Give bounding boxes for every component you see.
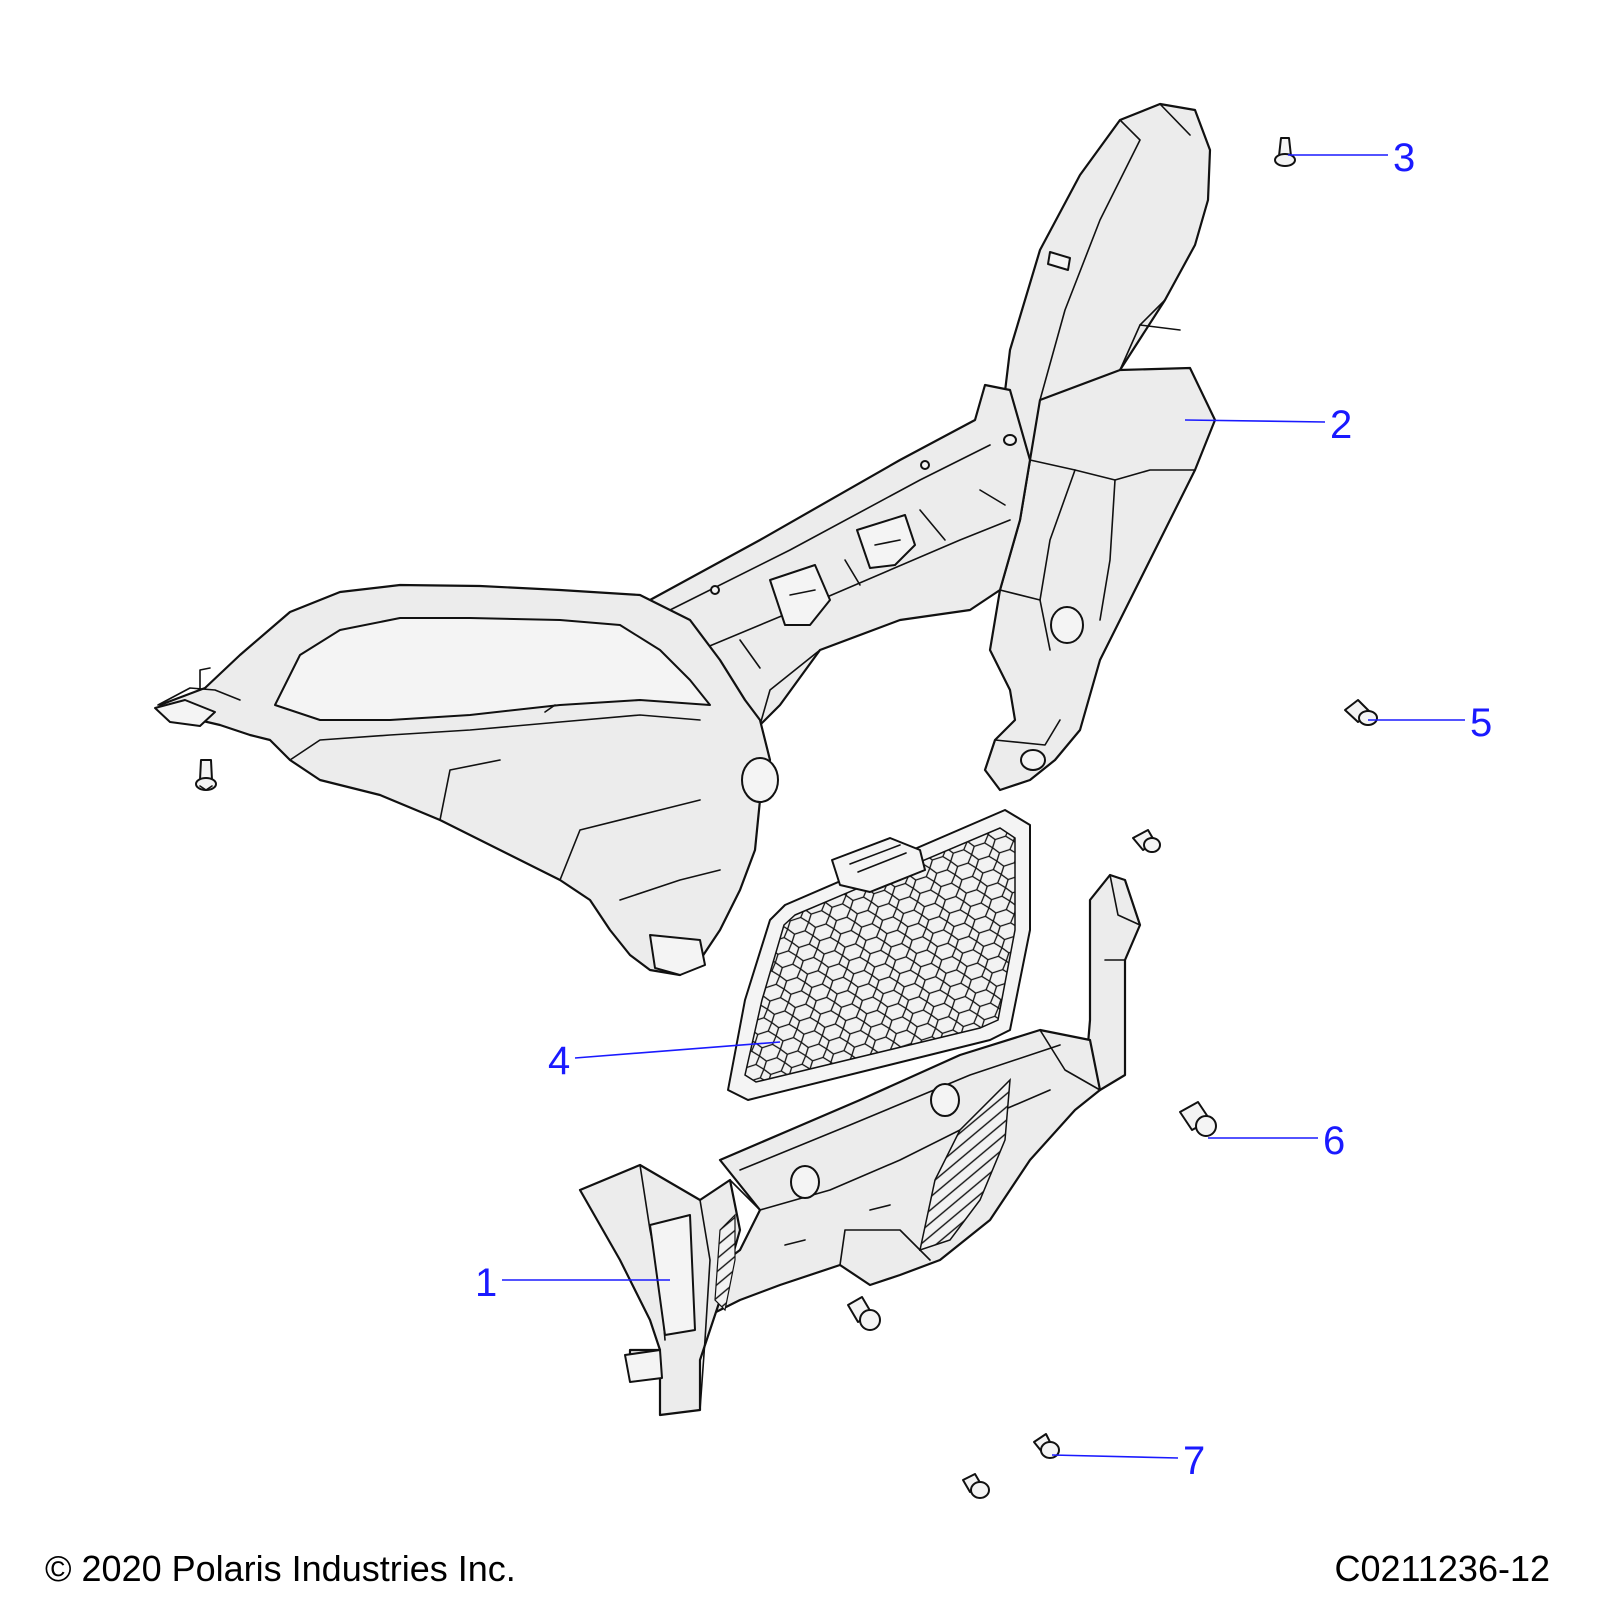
callout-3-number: 3 <box>1393 136 1415 180</box>
mesh-grille-part <box>727 809 1031 1101</box>
callout-5-number: 5 <box>1470 701 1492 745</box>
screw-3-icon <box>1274 137 1296 167</box>
callout-7: 7 <box>1051 1439 1205 1483</box>
drawing-number: C0211236-12 <box>1334 1548 1550 1589</box>
callout-4-number: 4 <box>548 1039 570 1083</box>
screw-5-icon <box>1344 699 1378 726</box>
callout-6-number: 6 <box>1323 1119 1345 1163</box>
callout-3: 3 <box>1288 136 1415 180</box>
callout-2: 2 <box>1184 403 1352 447</box>
callout-1: 1 <box>475 1261 670 1305</box>
screw-6-icon <box>1179 1101 1217 1137</box>
callout-4: 4 <box>548 1039 781 1083</box>
screw-low-icon <box>847 1296 881 1331</box>
screw-mid-icon <box>1132 829 1161 853</box>
callout-7-number: 7 <box>1183 1439 1205 1483</box>
callout-1-number: 1 <box>475 1261 497 1305</box>
stud-icon <box>1047 251 1071 271</box>
callout-5: 5 <box>1368 701 1492 745</box>
copyright-notice: © 2020 Polaris Industries Inc. <box>45 1548 516 1589</box>
callout-2-number: 2 <box>1330 403 1352 447</box>
lower-bumper-part <box>578 873 1142 1417</box>
screw-7-icon <box>1033 1433 1060 1459</box>
screw-7b-icon <box>962 1473 990 1499</box>
fastener-left-icon <box>195 759 217 791</box>
upper-bumper-part <box>154 102 1217 977</box>
callout-6: 6 <box>1208 1119 1345 1163</box>
